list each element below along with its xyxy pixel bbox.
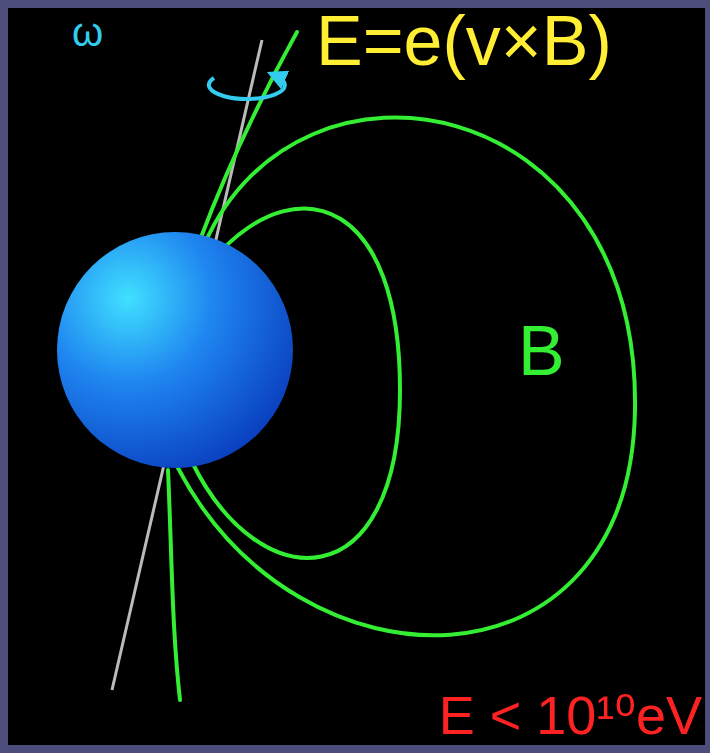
background [8,8,705,745]
neutron-star-sphere [57,232,293,468]
field-label: B [518,316,565,386]
field-line [168,470,180,700]
formula-label: E=e(v×B) [316,6,612,76]
rotation-symbol: ω [72,12,103,52]
field-line [200,32,297,240]
energy-label: E < 10¹⁰eV [439,688,702,742]
rotation-arrow [209,76,285,99]
